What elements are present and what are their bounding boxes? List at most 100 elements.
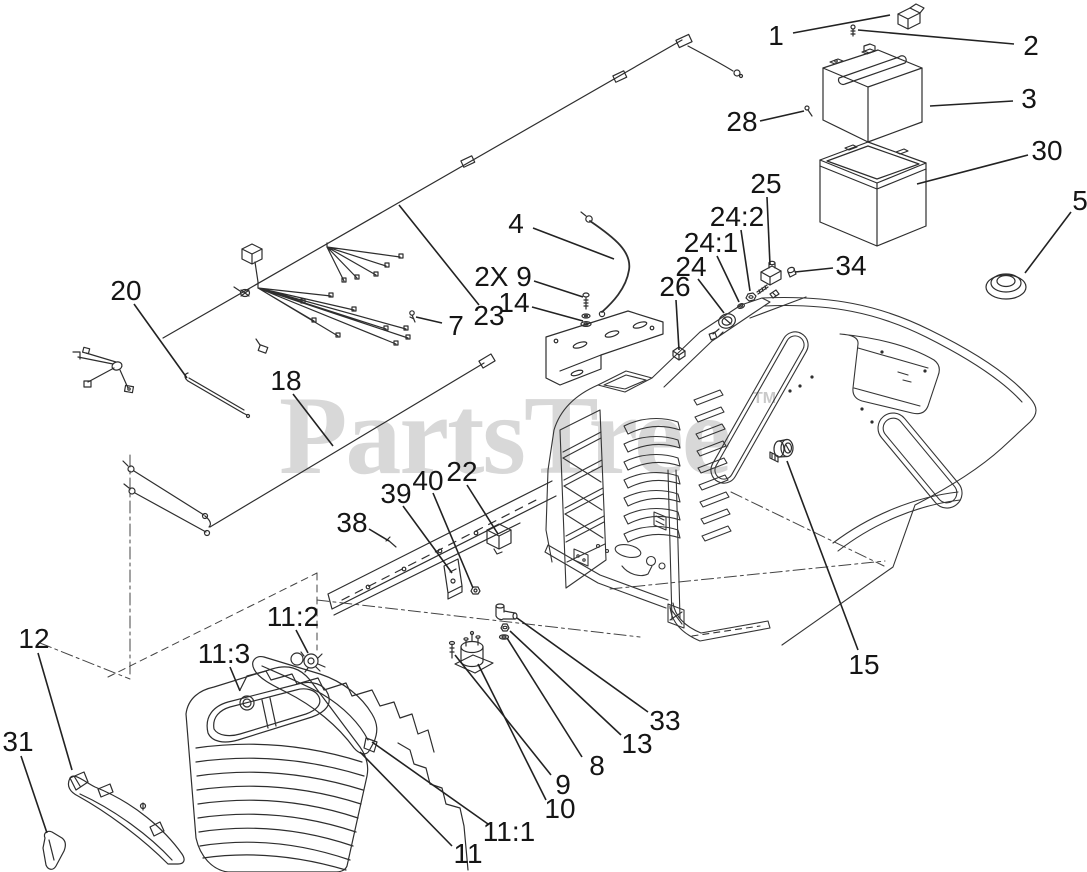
battery-3 — [822, 43, 923, 143]
center-lines — [39, 454, 886, 680]
console-tower — [544, 297, 771, 642]
ground-cable-18 — [122, 353, 496, 537]
leader-line-39 — [402, 505, 453, 574]
leader-line-24 — [697, 278, 725, 314]
callout-9: 9 — [555, 769, 571, 800]
screw-28 — [804, 105, 813, 117]
right-louver-panel — [693, 389, 732, 542]
leader-line-14 — [531, 306, 584, 322]
leader-line-10 — [477, 663, 547, 801]
interlock-switch-25 — [760, 260, 782, 286]
leader-line-31 — [20, 755, 48, 834]
bolt-9 — [448, 640, 456, 659]
callout-25: 25 — [750, 168, 782, 199]
part-22-box — [486, 523, 512, 555]
callout-24: 24 — [675, 251, 707, 282]
callout-40: 40 — [412, 465, 444, 496]
callout-11-2: 11:2 — [266, 601, 320, 632]
footrest-slot-right — [877, 412, 963, 509]
callout-14: 14 — [498, 287, 530, 318]
rear-fender-body — [710, 296, 1037, 646]
callout-39: 39 — [380, 478, 412, 509]
leader-line-2 — [857, 29, 1015, 45]
callout-11-3: 11:3 — [197, 638, 251, 669]
leader-line-30 — [916, 154, 1029, 185]
screw-9 — [582, 292, 590, 310]
leader-line-40 — [432, 492, 474, 589]
leader-line-11-1 — [371, 741, 489, 825]
leader-line-11 — [359, 751, 453, 847]
callout-26: 26 — [659, 271, 691, 302]
leader-line-11-2 — [295, 629, 309, 654]
leader-line-18 — [292, 393, 334, 447]
callout-3: 3 — [1021, 83, 1037, 114]
leader-line-15 — [786, 460, 859, 651]
jumper-wire-20 — [184, 372, 251, 419]
leader-line-33 — [516, 617, 649, 713]
callout-22: 22 — [446, 456, 478, 487]
hood-right-panel — [397, 742, 469, 871]
leader-line-13 — [509, 630, 622, 736]
key-cap-5 — [985, 273, 1027, 300]
callout-24-1: 24:1 — [683, 227, 739, 258]
leader-line-24-1 — [716, 255, 740, 303]
leader-line-23 — [398, 204, 480, 306]
wire-harness — [72, 33, 744, 394]
inline-connector — [233, 286, 269, 354]
battery-bolt-2 — [850, 24, 856, 37]
callout-5: 5 — [1072, 185, 1087, 216]
callout-2x-9: 2X 9 — [474, 261, 532, 292]
leader-line-3 — [929, 100, 1014, 107]
leader-line-11-3 — [229, 666, 241, 692]
key-switch-24 — [708, 313, 736, 341]
leader-line-34 — [794, 267, 834, 273]
washer-8 — [498, 634, 510, 640]
callout-18: 18 — [270, 365, 302, 396]
frame-rail — [327, 480, 557, 616]
callout-11-1: 11:1 — [482, 816, 536, 847]
starter-solenoid-10 — [454, 630, 494, 674]
threaded-stud — [756, 284, 780, 299]
leader-line-12 — [37, 652, 73, 771]
leader-line-7 — [415, 316, 443, 324]
nut-13 — [500, 623, 510, 632]
callout-11: 11 — [453, 838, 483, 869]
leader-line-20 — [133, 303, 188, 379]
terminal-cover-1 — [897, 3, 925, 30]
screw-7 — [409, 310, 416, 323]
leader-line-28 — [759, 110, 805, 122]
light-bar-11-1 — [252, 656, 378, 755]
nut-24-2 — [745, 292, 757, 302]
callout-23: 23 — [473, 300, 505, 331]
callout-10: 10 — [544, 793, 576, 824]
callout-8: 8 — [589, 750, 605, 781]
callout-1: 1 — [768, 20, 784, 51]
callout-2: 2 — [1023, 30, 1039, 61]
watermark-trademark-icon: TM — [753, 390, 777, 407]
callout-12: 12 — [18, 623, 50, 654]
callout-34: 34 — [835, 250, 867, 281]
leader-line-38 — [368, 528, 390, 542]
leader-line-24-2 — [740, 229, 751, 292]
callout-24-2: 24:2 — [709, 201, 765, 232]
branch-connectors — [72, 346, 135, 394]
callout-33: 33 — [649, 705, 681, 736]
leader-line-5 — [1024, 211, 1072, 274]
callout-28: 28 — [726, 106, 758, 137]
grille-11 — [185, 666, 369, 872]
leader-line-1 — [792, 14, 891, 34]
callout-4: 4 — [508, 208, 524, 239]
leader-line-22 — [466, 484, 499, 535]
callout-31: 31 — [2, 726, 34, 757]
ignition-switch-15 — [769, 438, 794, 463]
footrest-slot-left — [710, 331, 809, 484]
leader-line-25 — [766, 196, 771, 266]
boot-33 — [495, 603, 518, 621]
callout-38: 38 — [336, 507, 368, 538]
leader-line-8 — [506, 637, 583, 758]
battery-box-30 — [819, 141, 927, 247]
